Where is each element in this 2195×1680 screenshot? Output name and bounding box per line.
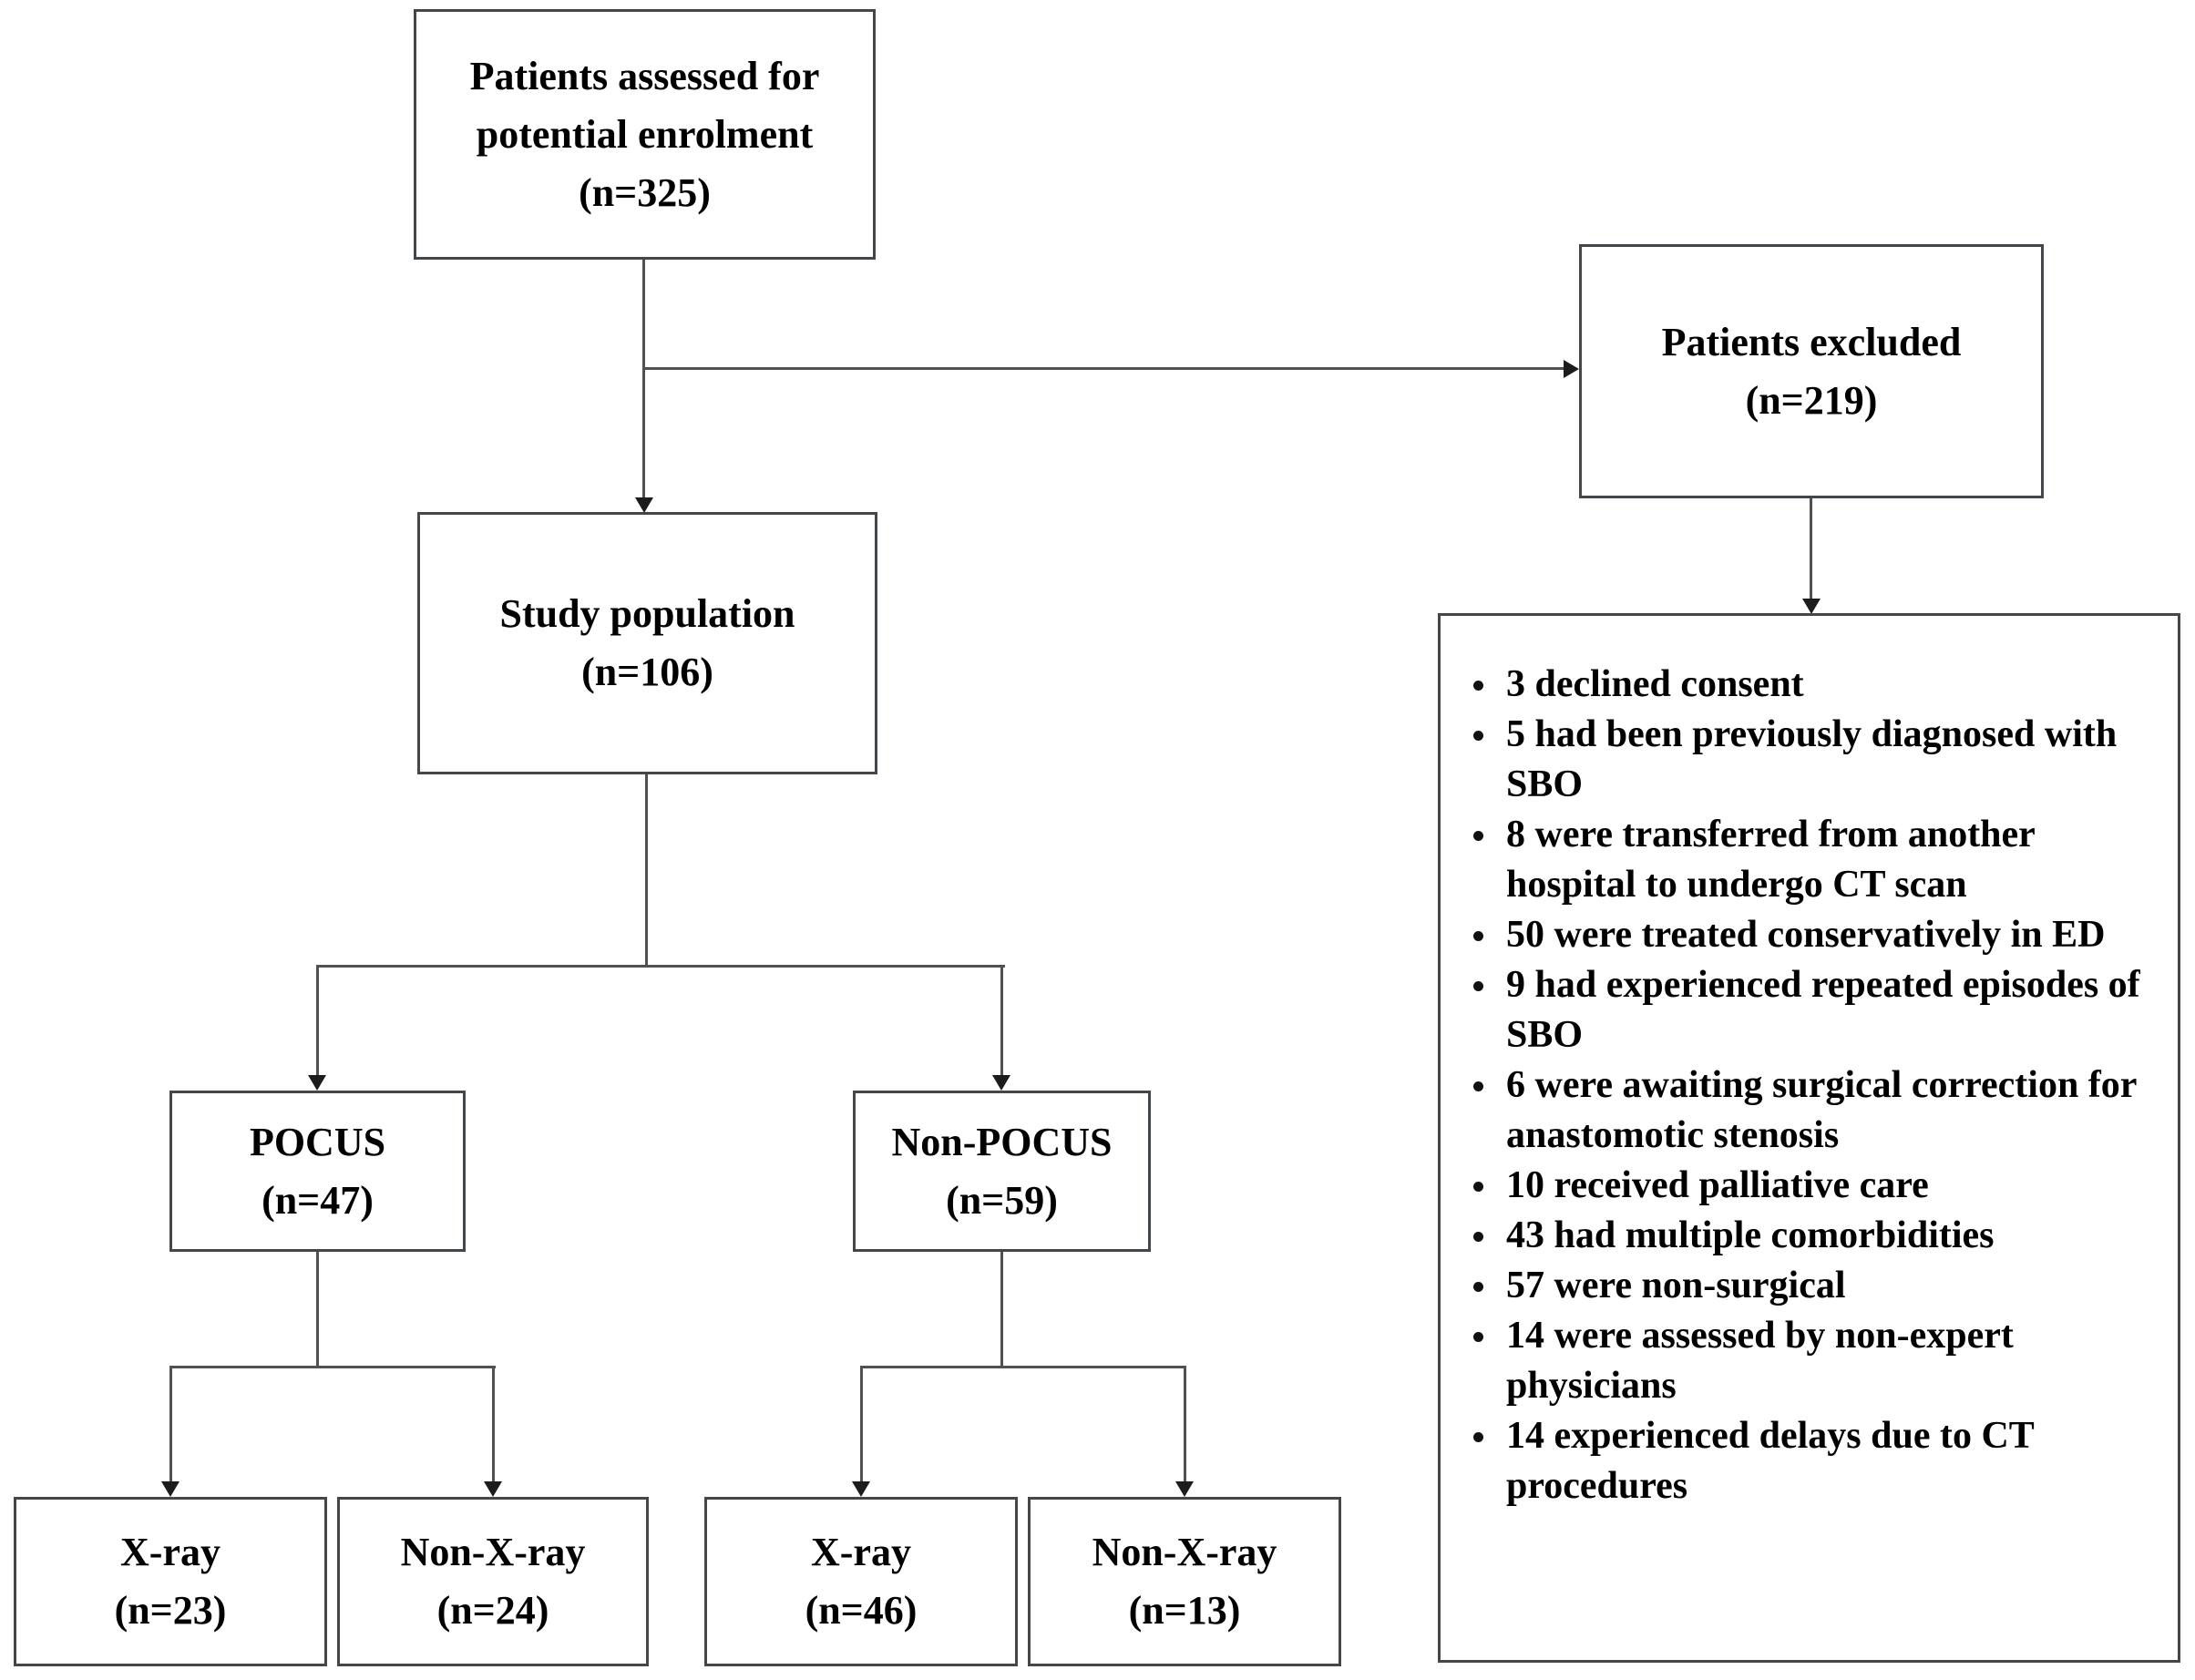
list-item: 10 received palliative care	[1441, 1161, 2169, 1211]
arrowhead-into-excluded	[1564, 360, 1579, 378]
connector-study-down	[645, 774, 648, 968]
connector-branch-to-non-pocus	[1000, 965, 1003, 1076]
connector-branch-to-non-pocus-xray	[860, 1366, 863, 1482]
list-item: 3 declined consent	[1441, 660, 2169, 710]
arrowhead-into-non-pocus-xray	[852, 1481, 870, 1497]
box-title-line: Patients assessed for	[469, 53, 820, 98]
box-n-label: (n=106)	[581, 650, 713, 694]
list-item: 9 had experienced repeated episodes of S…	[1441, 960, 2169, 1060]
connector-branch-to-pocus	[316, 965, 319, 1076]
box-non-pocus-non-xray: Non-X-ray (n=13)	[1028, 1497, 1341, 1666]
connector-excluded-to-list	[1810, 498, 1812, 600]
list-item: 57 were non-surgical	[1441, 1261, 2169, 1311]
box-patients-excluded: Patients excluded (n=219)	[1579, 244, 2044, 498]
box-n-label: (n=219)	[1745, 377, 1878, 423]
box-title-line: Study population	[499, 591, 795, 636]
box-pocus-xray: X-ray (n=23)	[14, 1497, 327, 1666]
connector-study-branch-horizontal	[316, 965, 1005, 968]
box-title-line: Non-X-ray	[1092, 1530, 1277, 1574]
box-title-line: Non-POCUS	[891, 1119, 1113, 1164]
list-item: 43 had multiple comorbidities	[1441, 1211, 2169, 1261]
arrowhead-into-study	[635, 497, 653, 513]
list-item: 14 were assessed by non-expert physician…	[1441, 1311, 2169, 1411]
arrowhead-into-non-pocus	[992, 1075, 1010, 1091]
box-title-line: Non-X-ray	[400, 1530, 586, 1574]
box-n-label: (n=46)	[805, 1588, 918, 1633]
box-title-line: X-ray	[811, 1530, 911, 1574]
exclusion-list: 3 declined consent 5 had been previously…	[1441, 660, 2169, 1511]
list-item: 50 were treated conservatively in ED	[1441, 910, 2169, 960]
box-patients-assessed: Patients assessed for potential enrolmen…	[414, 9, 876, 260]
arrowhead-into-exclusion-list	[1802, 599, 1821, 614]
list-item: 14 experienced delays due to CT procedur…	[1441, 1411, 2169, 1511]
box-non-pocus: Non-POCUS (n=59)	[853, 1091, 1151, 1252]
connector-non-pocus-down	[1000, 1252, 1003, 1368]
exclusion-list-box: 3 declined consent 5 had been previously…	[1438, 613, 2180, 1663]
arrowhead-into-non-pocus-non-xray	[1175, 1481, 1194, 1497]
connector-branch-to-pocus-non-xray	[492, 1366, 495, 1482]
connector-assessed-to-excluded	[644, 367, 1564, 370]
box-title-line: POCUS	[249, 1119, 386, 1164]
box-pocus-non-xray: Non-X-ray (n=24)	[337, 1497, 649, 1666]
box-title-line: potential enrolment	[476, 111, 814, 157]
box-n-label: (n=24)	[436, 1588, 549, 1633]
box-title-line: X-ray	[120, 1530, 221, 1574]
list-item: 6 were awaiting surgical correction for …	[1441, 1060, 2169, 1161]
box-n-label: (n=13)	[1128, 1588, 1241, 1633]
connector-pocus-branch-horizontal	[169, 1366, 496, 1368]
box-study-population: Study population (n=106)	[417, 512, 877, 774]
connector-branch-to-non-pocus-non-xray	[1184, 1366, 1186, 1482]
arrowhead-into-pocus	[308, 1075, 326, 1091]
connector-assessed-to-study	[642, 260, 645, 497]
list-item: 8 were transferred from another hospital…	[1441, 810, 2169, 910]
connector-pocus-down	[316, 1252, 319, 1368]
arrowhead-into-pocus-non-xray	[484, 1481, 502, 1497]
arrowhead-into-pocus-xray	[161, 1481, 179, 1497]
box-n-label: (n=325)	[579, 169, 711, 215]
connector-branch-to-pocus-xray	[169, 1366, 172, 1482]
box-n-label: (n=23)	[114, 1588, 227, 1633]
connector-non-pocus-branch-horizontal	[860, 1366, 1186, 1368]
box-title-line: Patients excluded	[1661, 319, 1962, 364]
box-non-pocus-xray: X-ray (n=46)	[704, 1497, 1018, 1666]
list-item: 5 had been previously diagnosed with SBO	[1441, 710, 2169, 810]
box-n-label: (n=59)	[946, 1177, 1058, 1223]
box-n-label: (n=47)	[262, 1177, 374, 1223]
box-pocus: POCUS (n=47)	[169, 1091, 466, 1252]
